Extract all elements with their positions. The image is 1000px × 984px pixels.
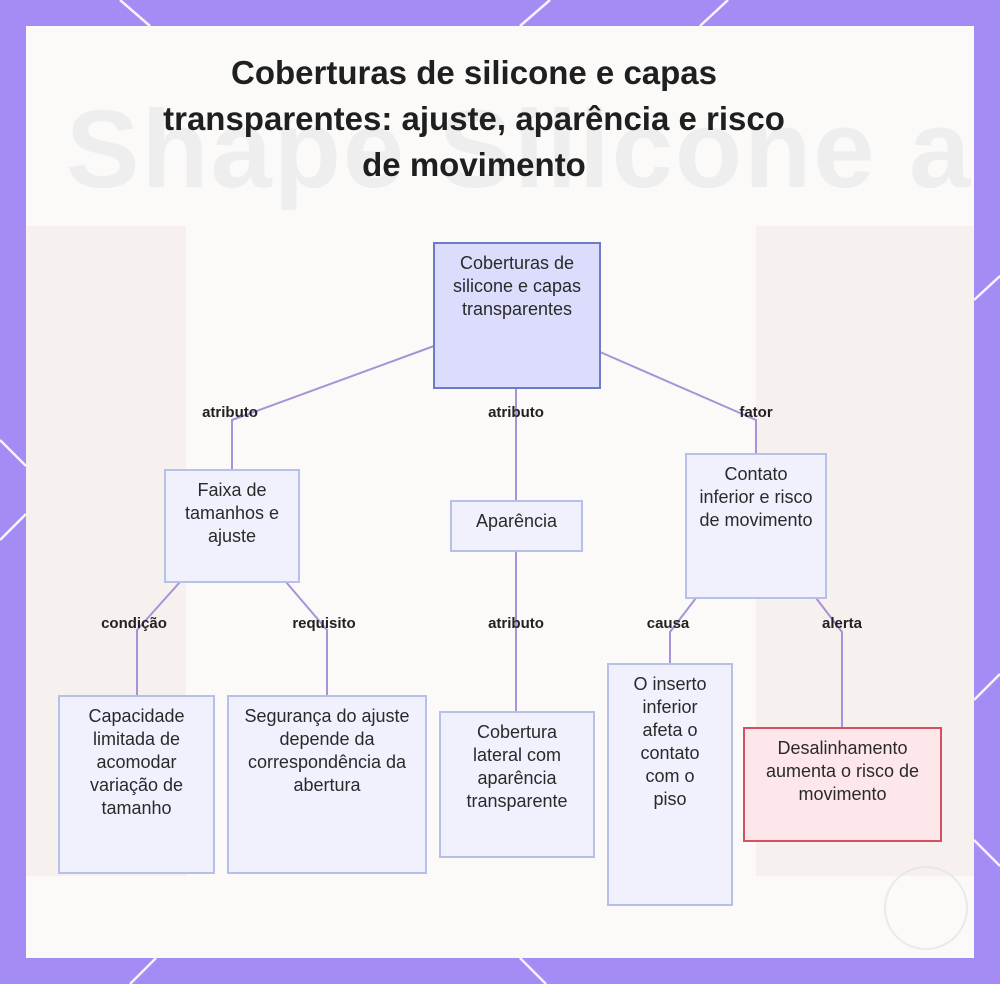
node-fit-security[interactable]: Segurança do ajuste depende da correspon… [227,695,427,874]
edge-contact-insert [669,597,697,664]
node-contact-label: Contato inferior e risco de movimento [699,464,813,530]
background-watermark-text: Shape Silicone and Fit [66,88,974,211]
node-insert-label: O inserto inferior afeta o contato com o… [633,674,707,809]
node-misalign-label: Desalinhamento aumenta o risco de movime… [765,738,920,804]
page-title: Coberturas de silicone e capas transpare… [163,54,785,183]
watermark-seal [884,866,968,950]
node-lateral[interactable]: Cobertura lateral com aparência transpar… [439,711,595,858]
edge-label-contact-insert: causa [646,615,690,632]
node-sizes-label: Faixa de tamanhos e ajuste [184,480,280,546]
edge-label-root-sizes: atributo [202,404,258,421]
node-root-label: Coberturas de silicone e capas transpare… [452,253,582,319]
edge-root-contact [599,351,757,454]
node-appearance[interactable]: Aparência [450,500,583,552]
node-insert[interactable]: O inserto inferior afeta o contato com o… [607,663,733,906]
edge-contact-misalign [815,597,843,728]
edge-label-contact-misalign: alerta [821,615,863,632]
node-appearance-label: Aparência [475,511,558,531]
node-root[interactable]: Coberturas de silicone e capas transpare… [433,242,601,389]
node-contact[interactable]: Contato inferior e risco de movimento [685,453,827,599]
edge-sizes-fit [285,581,328,696]
node-fit-security-label: Segurança do ajuste depende da correspon… [244,706,410,795]
node-misalign[interactable]: Desalinhamento aumenta o risco de movime… [743,727,942,842]
node-lateral-label: Cobertura lateral com aparência transpar… [466,722,568,811]
edge-label-appearance-lateral: atributo [488,615,544,632]
node-capacity[interactable]: Capacidade limitada de acomodar variação… [58,695,215,874]
edge-label-sizes-fit: requisito [292,615,356,632]
edge-label-sizes-capacity: condição [101,615,167,632]
edge-label-root-contact: fator [739,404,773,421]
edge-sizes-capacity [136,581,181,696]
edge-label-root-appearance: atributo [488,404,544,421]
node-sizes[interactable]: Faixa de tamanhos e ajuste [164,469,300,583]
node-capacity-label: Capacidade limitada de acomodar variação… [88,706,185,818]
edge-root-sizes [231,345,435,470]
